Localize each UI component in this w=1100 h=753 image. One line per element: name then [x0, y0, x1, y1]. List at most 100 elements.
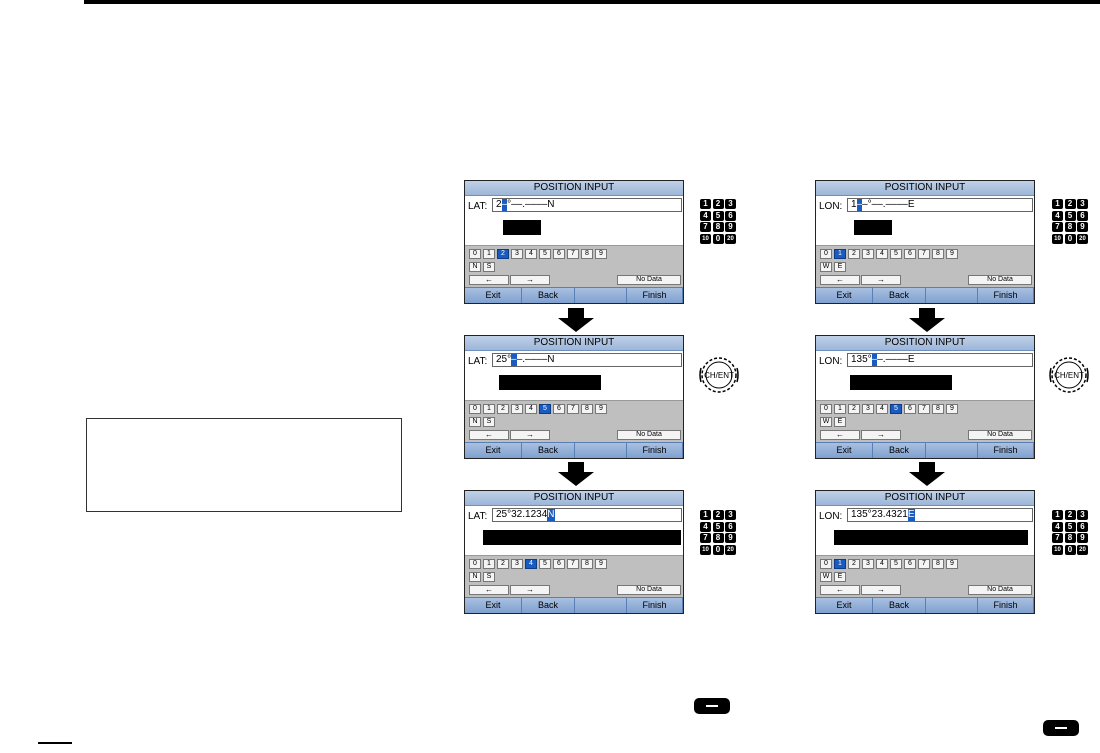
digit-key-1[interactable]: 1: [834, 559, 846, 569]
left-arrow-key[interactable]: ←: [469, 275, 509, 285]
digit-key-0[interactable]: 0: [820, 249, 832, 259]
digit-key-3[interactable]: 3: [511, 559, 523, 569]
digit-key-5[interactable]: 5: [539, 559, 551, 569]
direction-key-s[interactable]: S: [483, 572, 495, 582]
direction-key-e[interactable]: E: [834, 572, 846, 582]
digit-key-6[interactable]: 6: [904, 404, 916, 414]
digit-key-2[interactable]: 2: [848, 249, 860, 259]
digit-key-6[interactable]: 6: [553, 404, 565, 414]
softkey-exit[interactable]: Exit: [816, 443, 873, 458]
digit-key-1[interactable]: 1: [483, 249, 495, 259]
direction-key-w[interactable]: W: [820, 262, 832, 272]
softkey-finish[interactable]: Finish: [978, 443, 1034, 458]
coordinate-input[interactable]: 135°––.––––E: [847, 353, 1033, 367]
right-arrow-key[interactable]: →: [861, 585, 901, 595]
right-arrow-key[interactable]: →: [510, 585, 550, 595]
digit-key-4[interactable]: 4: [876, 404, 888, 414]
left-arrow-key[interactable]: ←: [469, 430, 509, 440]
softkey-blank[interactable]: [575, 443, 627, 458]
coordinate-input[interactable]: 2–°––.––––N: [492, 198, 682, 212]
digit-key-0[interactable]: 0: [469, 559, 481, 569]
digit-key-6[interactable]: 6: [904, 249, 916, 259]
no-data-key[interactable]: No Data: [617, 275, 681, 285]
softkey-back[interactable]: Back: [522, 443, 575, 458]
direction-key-n[interactable]: N: [469, 572, 481, 582]
digit-key-8[interactable]: 8: [581, 249, 593, 259]
softkey-back[interactable]: Back: [522, 598, 575, 613]
digit-key-7[interactable]: 7: [918, 249, 930, 259]
no-data-key[interactable]: No Data: [617, 430, 681, 440]
direction-key-w[interactable]: W: [820, 417, 832, 427]
digit-key-3[interactable]: 3: [511, 249, 523, 259]
digit-key-3[interactable]: 3: [511, 404, 523, 414]
right-arrow-key[interactable]: →: [861, 275, 901, 285]
digit-key-9[interactable]: 9: [595, 249, 607, 259]
digit-key-3[interactable]: 3: [862, 249, 874, 259]
digit-key-8[interactable]: 8: [581, 559, 593, 569]
softkey-back[interactable]: Back: [522, 288, 575, 303]
digit-key-5[interactable]: 5: [890, 249, 902, 259]
digit-key-5[interactable]: 5: [890, 559, 902, 569]
direction-key-e[interactable]: E: [834, 262, 846, 272]
digit-key-8[interactable]: 8: [932, 249, 944, 259]
softkey-finish[interactable]: Finish: [978, 598, 1034, 613]
digit-key-7[interactable]: 7: [567, 404, 579, 414]
softkey-finish[interactable]: Finish: [627, 288, 683, 303]
digit-key-4[interactable]: 4: [876, 559, 888, 569]
softkey-back[interactable]: Back: [873, 443, 926, 458]
digit-key-7[interactable]: 7: [567, 559, 579, 569]
direction-key-n[interactable]: N: [469, 417, 481, 427]
digit-key-5[interactable]: 5: [539, 249, 551, 259]
digit-key-9[interactable]: 9: [595, 404, 607, 414]
digit-key-1[interactable]: 1: [483, 404, 495, 414]
digit-key-0[interactable]: 0: [820, 559, 832, 569]
digit-key-8[interactable]: 8: [581, 404, 593, 414]
softkey-finish[interactable]: Finish: [978, 288, 1034, 303]
digit-key-0[interactable]: 0: [469, 404, 481, 414]
digit-key-4[interactable]: 4: [876, 249, 888, 259]
digit-key-5[interactable]: 5: [539, 404, 551, 414]
direction-key-w[interactable]: W: [820, 572, 832, 582]
direction-key-s[interactable]: S: [483, 417, 495, 427]
softkey-finish[interactable]: Finish: [627, 598, 683, 613]
softkey-blank[interactable]: [575, 598, 627, 613]
coordinate-input[interactable]: 25°––.––––N: [492, 353, 682, 367]
digit-key-0[interactable]: 0: [820, 404, 832, 414]
softkey-blank[interactable]: [926, 598, 978, 613]
softkey-finish[interactable]: Finish: [627, 443, 683, 458]
digit-key-4[interactable]: 4: [525, 249, 537, 259]
softkey-back[interactable]: Back: [873, 288, 926, 303]
digit-key-0[interactable]: 0: [469, 249, 481, 259]
digit-key-4[interactable]: 4: [525, 559, 537, 569]
softkey-exit[interactable]: Exit: [465, 443, 522, 458]
digit-key-6[interactable]: 6: [553, 249, 565, 259]
digit-key-9[interactable]: 9: [946, 249, 958, 259]
digit-key-7[interactable]: 7: [567, 249, 579, 259]
digit-key-5[interactable]: 5: [890, 404, 902, 414]
digit-key-2[interactable]: 2: [497, 404, 509, 414]
digit-key-2[interactable]: 2: [497, 249, 509, 259]
left-arrow-key[interactable]: ←: [820, 275, 860, 285]
digit-key-1[interactable]: 1: [483, 559, 495, 569]
no-data-key[interactable]: No Data: [968, 585, 1032, 595]
digit-key-8[interactable]: 8: [932, 404, 944, 414]
digit-key-9[interactable]: 9: [595, 559, 607, 569]
coordinate-input[interactable]: 25°32.1234N: [492, 508, 682, 522]
right-arrow-key[interactable]: →: [510, 430, 550, 440]
digit-key-2[interactable]: 2: [848, 559, 860, 569]
digit-key-3[interactable]: 3: [862, 559, 874, 569]
digit-key-4[interactable]: 4: [525, 404, 537, 414]
softkey-back[interactable]: Back: [873, 598, 926, 613]
left-arrow-key[interactable]: ←: [469, 585, 509, 595]
digit-key-2[interactable]: 2: [848, 404, 860, 414]
softkey-exit[interactable]: Exit: [816, 288, 873, 303]
no-data-key[interactable]: No Data: [968, 430, 1032, 440]
coordinate-input[interactable]: 135°23.4321E: [847, 508, 1033, 522]
digit-key-3[interactable]: 3: [862, 404, 874, 414]
digit-key-8[interactable]: 8: [932, 559, 944, 569]
left-arrow-key[interactable]: ←: [820, 430, 860, 440]
no-data-key[interactable]: No Data: [617, 585, 681, 595]
digit-key-7[interactable]: 7: [918, 559, 930, 569]
softkey-exit[interactable]: Exit: [465, 598, 522, 613]
digit-key-9[interactable]: 9: [946, 559, 958, 569]
